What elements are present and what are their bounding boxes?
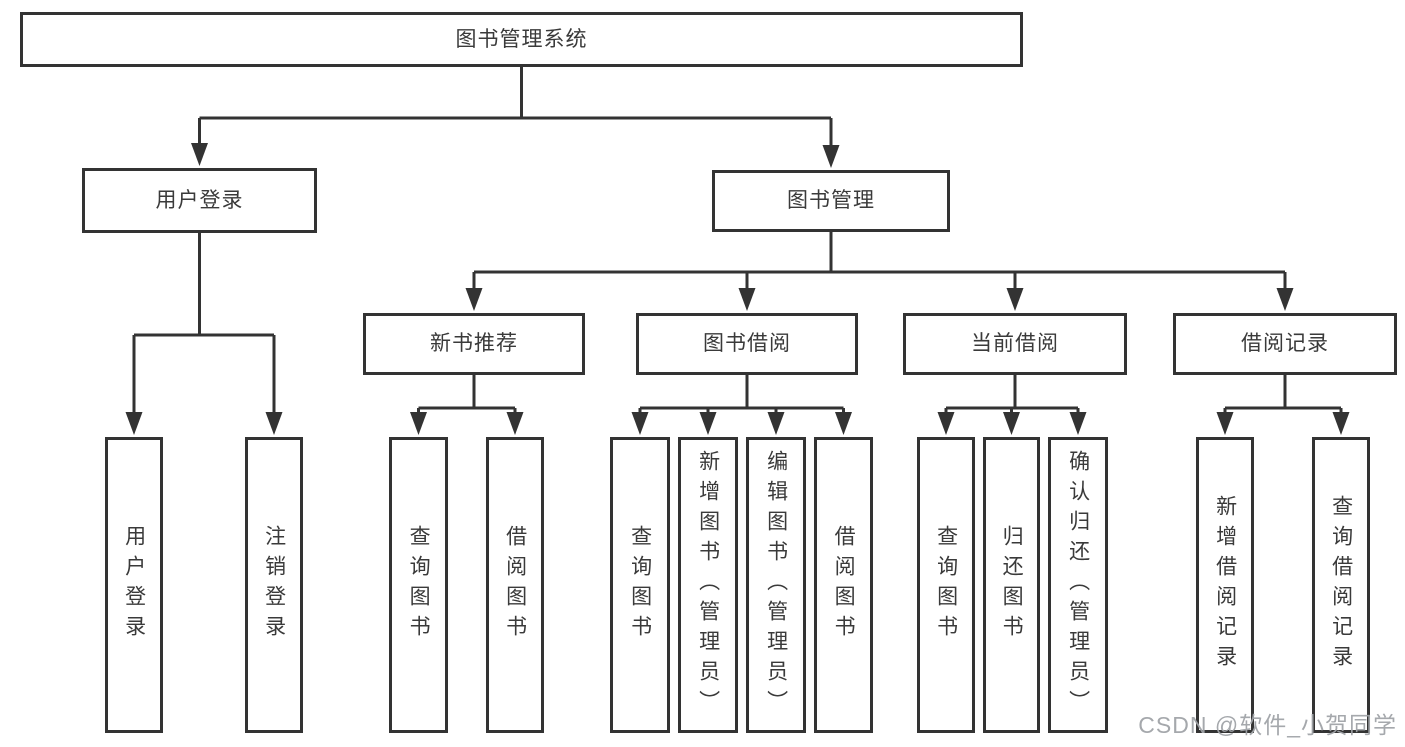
node-new-book-recommend: 新书推荐	[363, 313, 585, 375]
node-records-add-record: 新增借阅记录	[1196, 437, 1254, 733]
node-borrowing-query-books-label: 查询图书	[628, 525, 652, 645]
node-current-confirm-return-admin: 确认归还（管理员）	[1048, 437, 1108, 733]
node-borrowing-add-books-admin-label: 新增图书（管理员）	[696, 450, 720, 720]
node-borrowing-add-books-admin: 新增图书（管理员）	[678, 437, 738, 733]
node-library-management-system: 图书管理系统	[20, 12, 1023, 67]
node-borrowing-edit-books-admin: 编辑图书（管理员）	[746, 437, 806, 733]
node-book-borrowing: 图书借阅	[636, 313, 858, 375]
node-borrowing-records: 借阅记录	[1173, 313, 1397, 375]
node-current-borrowing: 当前借阅	[903, 313, 1127, 375]
node-recommend-query-books-label: 查询图书	[407, 525, 431, 645]
node-book-management: 图书管理	[712, 170, 950, 232]
node-borrowing-query-books: 查询图书	[610, 437, 670, 733]
node-recommend-query-books: 查询图书	[389, 437, 448, 733]
node-login-label: 用户登录	[122, 525, 146, 645]
node-recommend-borrow-books-label: 借阅图书	[503, 525, 527, 645]
node-login: 用户登录	[105, 437, 163, 733]
node-user-login: 用户登录	[82, 168, 317, 233]
node-current-query-books: 查询图书	[917, 437, 975, 733]
node-records-query-record-label: 查询借阅记录	[1329, 495, 1353, 675]
node-current-return-books-label: 归还图书	[1000, 525, 1024, 645]
node-records-query-record: 查询借阅记录	[1312, 437, 1370, 733]
node-recommend-borrow-books: 借阅图书	[486, 437, 544, 733]
node-borrowing-borrow-books-label: 借阅图书	[832, 525, 856, 645]
arrowheads	[125, 143, 1350, 435]
node-logout-label: 注销登录	[262, 525, 286, 645]
node-borrowing-borrow-books: 借阅图书	[814, 437, 873, 733]
node-records-add-record-label: 新增借阅记录	[1213, 495, 1237, 675]
node-current-confirm-return-admin-label: 确认归还（管理员）	[1066, 450, 1090, 720]
node-borrowing-edit-books-admin-label: 编辑图书（管理员）	[764, 450, 788, 720]
watermark: CSDN @软件_小贺同学	[1138, 712, 1397, 738]
node-logout: 注销登录	[245, 437, 303, 733]
node-current-query-books-label: 查询图书	[934, 525, 958, 645]
node-current-return-books: 归还图书	[983, 437, 1040, 733]
